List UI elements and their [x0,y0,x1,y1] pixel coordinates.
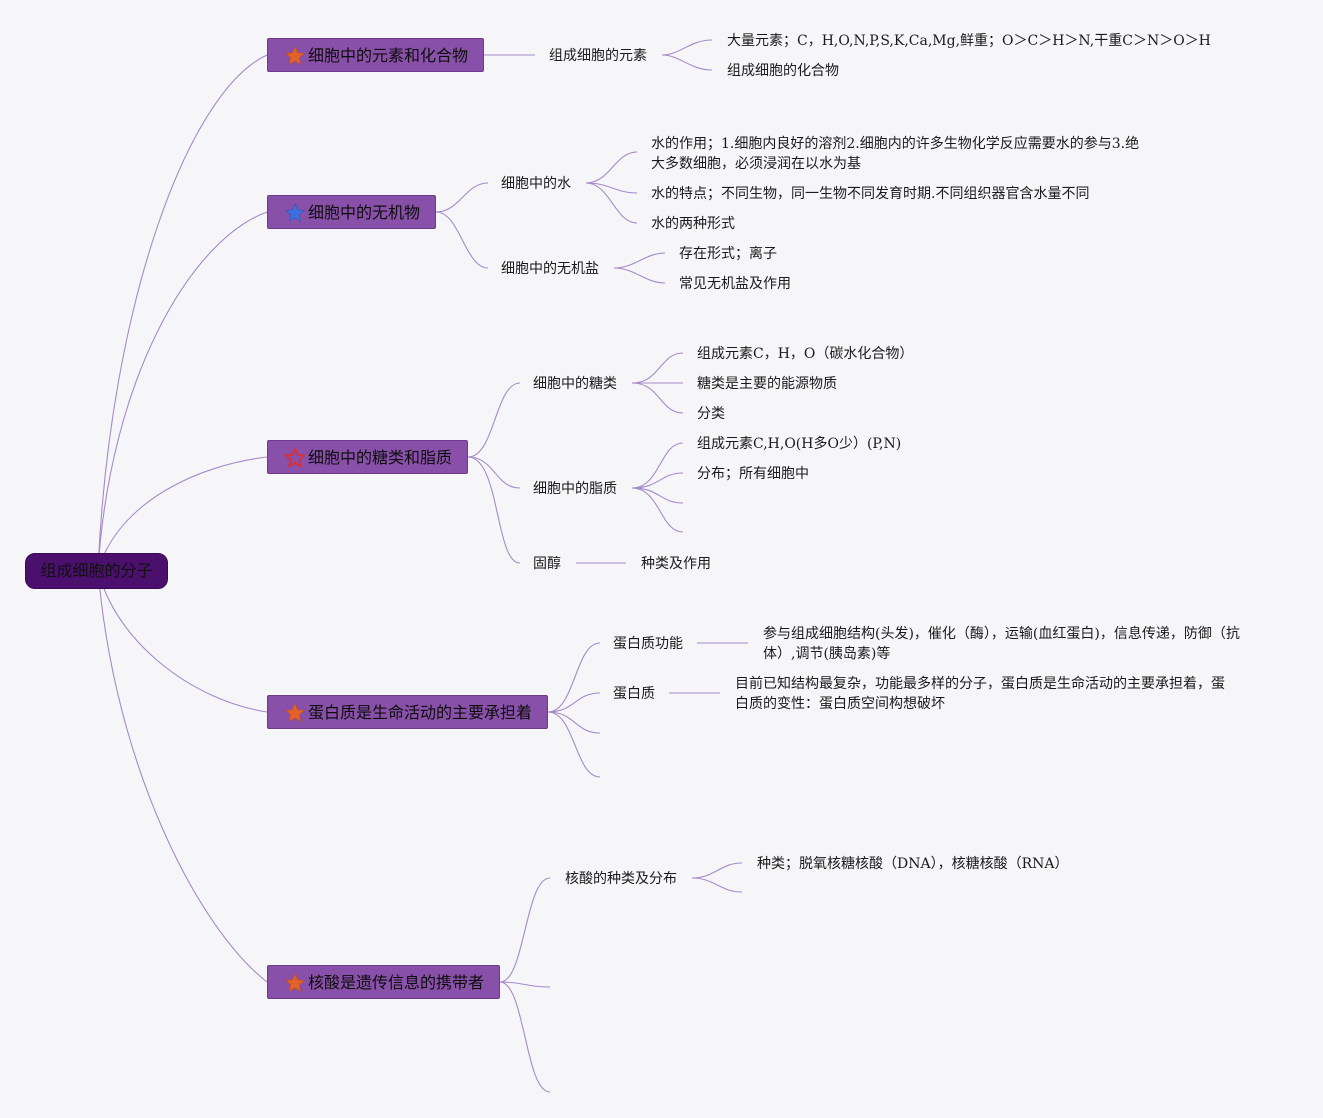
connector-s21-l3 [585,182,638,224]
leaf-water-forms[interactable]: 水的两种形式 [651,216,735,232]
leaf-water-function[interactable]: 水的作用；1.细胞内良好的溶剂2.细胞内的许多生物化学反应需要水的参与3.绝大多… [651,136,1140,172]
leaf-sugar-elements[interactable]: 组成元素C，H，O（碳水化合物） [697,346,914,362]
subtopic-sterol[interactable]: 固醇 [533,556,561,572]
leaf-lipid-elements[interactable]: 组成元素C,H,O(H多O少）(P,N) [697,436,902,452]
topic-label: 蛋白质是生命活动的主要承担着 [308,703,533,722]
subtopic-inorganic-salt[interactable]: 细胞中的无机盐 [501,261,599,277]
topic-elements-compounds[interactable]: 细胞中的元素和化合物 [267,38,484,72]
topic-inorganic[interactable]: 细胞中的无机物 [267,195,436,229]
leaf-water-feature[interactable]: 水的特点；不同生物，同一生物不同发育时期.不同组织器官含水量不同 [651,186,1090,202]
connector-s32-l3 [631,487,684,504]
connector-t5-s1 [499,877,551,983]
connector-t4-s4 [547,711,601,778]
connector-t3-s3 [467,456,521,564]
connector-t4-s1 [547,642,601,713]
connector-root-topic-1 [97,54,268,571]
topic-protein[interactable]: 蛋白质是生命活动的主要承担着 [267,695,548,729]
connector-t5-s3 [499,981,551,1093]
topic-label: 核酸是遗传信息的携带者 [308,973,485,992]
connector-s31-l3 [631,382,684,414]
leaf-major-elements[interactable]: 大量元素；C，H,O,N,P,S,K,Ca,Mg,鲜重；O＞C＞H＞N,干重C＞… [727,33,1211,49]
connector-s51-l2 [691,877,743,893]
connector-root-topic-2 [97,211,268,571]
leaf-salt-common[interactable]: 常见无机盐及作用 [679,276,791,292]
subtopic-lipids[interactable]: 细胞中的脂质 [533,481,617,497]
star-filled-orange-icon [285,973,305,992]
leaf-salt-form[interactable]: 存在形式；离子 [679,246,777,262]
leaf-sterol-types[interactable]: 种类及作用 [641,556,711,572]
topic-sugars-lipids[interactable]: 细胞中的糖类和脂质 [267,440,468,474]
star-outline-red-icon [284,447,306,468]
subtopic-cell-elements[interactable]: 组成细胞的元素 [549,48,647,64]
topic-nucleic-acid[interactable]: 核酸是遗传信息的携带者 [267,965,500,999]
connector-s51-l1 [691,862,743,879]
connector-s1-l2 [661,54,713,71]
connector-t4-s2 [547,692,601,713]
connector-s31-l1 [631,352,684,384]
subtopic-protein-function[interactable]: 蛋白质功能 [613,636,683,652]
subtopic-protein[interactable]: 蛋白质 [613,686,655,702]
connector-t3-s1 [467,382,521,458]
connector-t2-s1 [435,182,489,213]
root-node[interactable]: 组成细胞的分子 [25,553,168,589]
leaf-sugar-classes[interactable]: 分类 [697,406,725,422]
connector-s32-l2 [631,472,684,489]
connector-s22-l2 [613,267,666,284]
topic-label: 细胞中的糖类和脂质 [308,448,453,467]
subtopic-nucleic-types[interactable]: 核酸的种类及分布 [565,871,677,887]
subtopic-sugars[interactable]: 细胞中的糖类 [533,376,617,392]
leaf-protein-structure[interactable]: 目前已知结构最复杂，功能最多样的分子，蛋白质是生命活动的主要承担着，蛋白质的变性… [735,676,1225,712]
leaf-cell-compounds[interactable]: 组成细胞的化合物 [727,63,839,79]
star-filled-orange-icon [285,46,305,65]
leaf-protein-function[interactable]: 参与组成细胞结构(头发)，催化（酶），运输(血红蛋白)，信息传递，防御（抗体）,… [763,626,1240,662]
connector-t5-s2 [499,981,551,988]
connector-s32-l4 [631,487,684,533]
connector-s1-l1 [661,39,713,56]
connector-root-topic-5 [97,569,268,983]
connector-s32-l1 [631,442,684,489]
leaf-sugar-energy[interactable]: 糖类是主要的能源物质 [697,376,837,392]
leaf-lipid-distribution[interactable]: 分布；所有细胞中 [697,466,809,482]
topic-label: 细胞中的元素和化合物 [308,46,469,65]
connector-t3-s2 [467,456,521,489]
connector-s21-l1 [585,151,638,184]
star-filled-blue-icon [285,203,305,222]
connector-s22-l1 [613,252,666,269]
connector-root-topic-4 [97,569,268,713]
topic-label: 细胞中的无机物 [308,203,421,222]
connector-t4-s3 [547,711,601,734]
connector-t2-s2 [435,211,489,269]
star-filled-orange-icon [285,703,305,722]
subtopic-water[interactable]: 细胞中的水 [501,176,571,192]
connector-root-topic-3 [97,456,268,571]
leaf-nucleic-types[interactable]: 种类；脱氧核糖核酸（DNA），核糖核酸（RNA） [757,856,1069,872]
